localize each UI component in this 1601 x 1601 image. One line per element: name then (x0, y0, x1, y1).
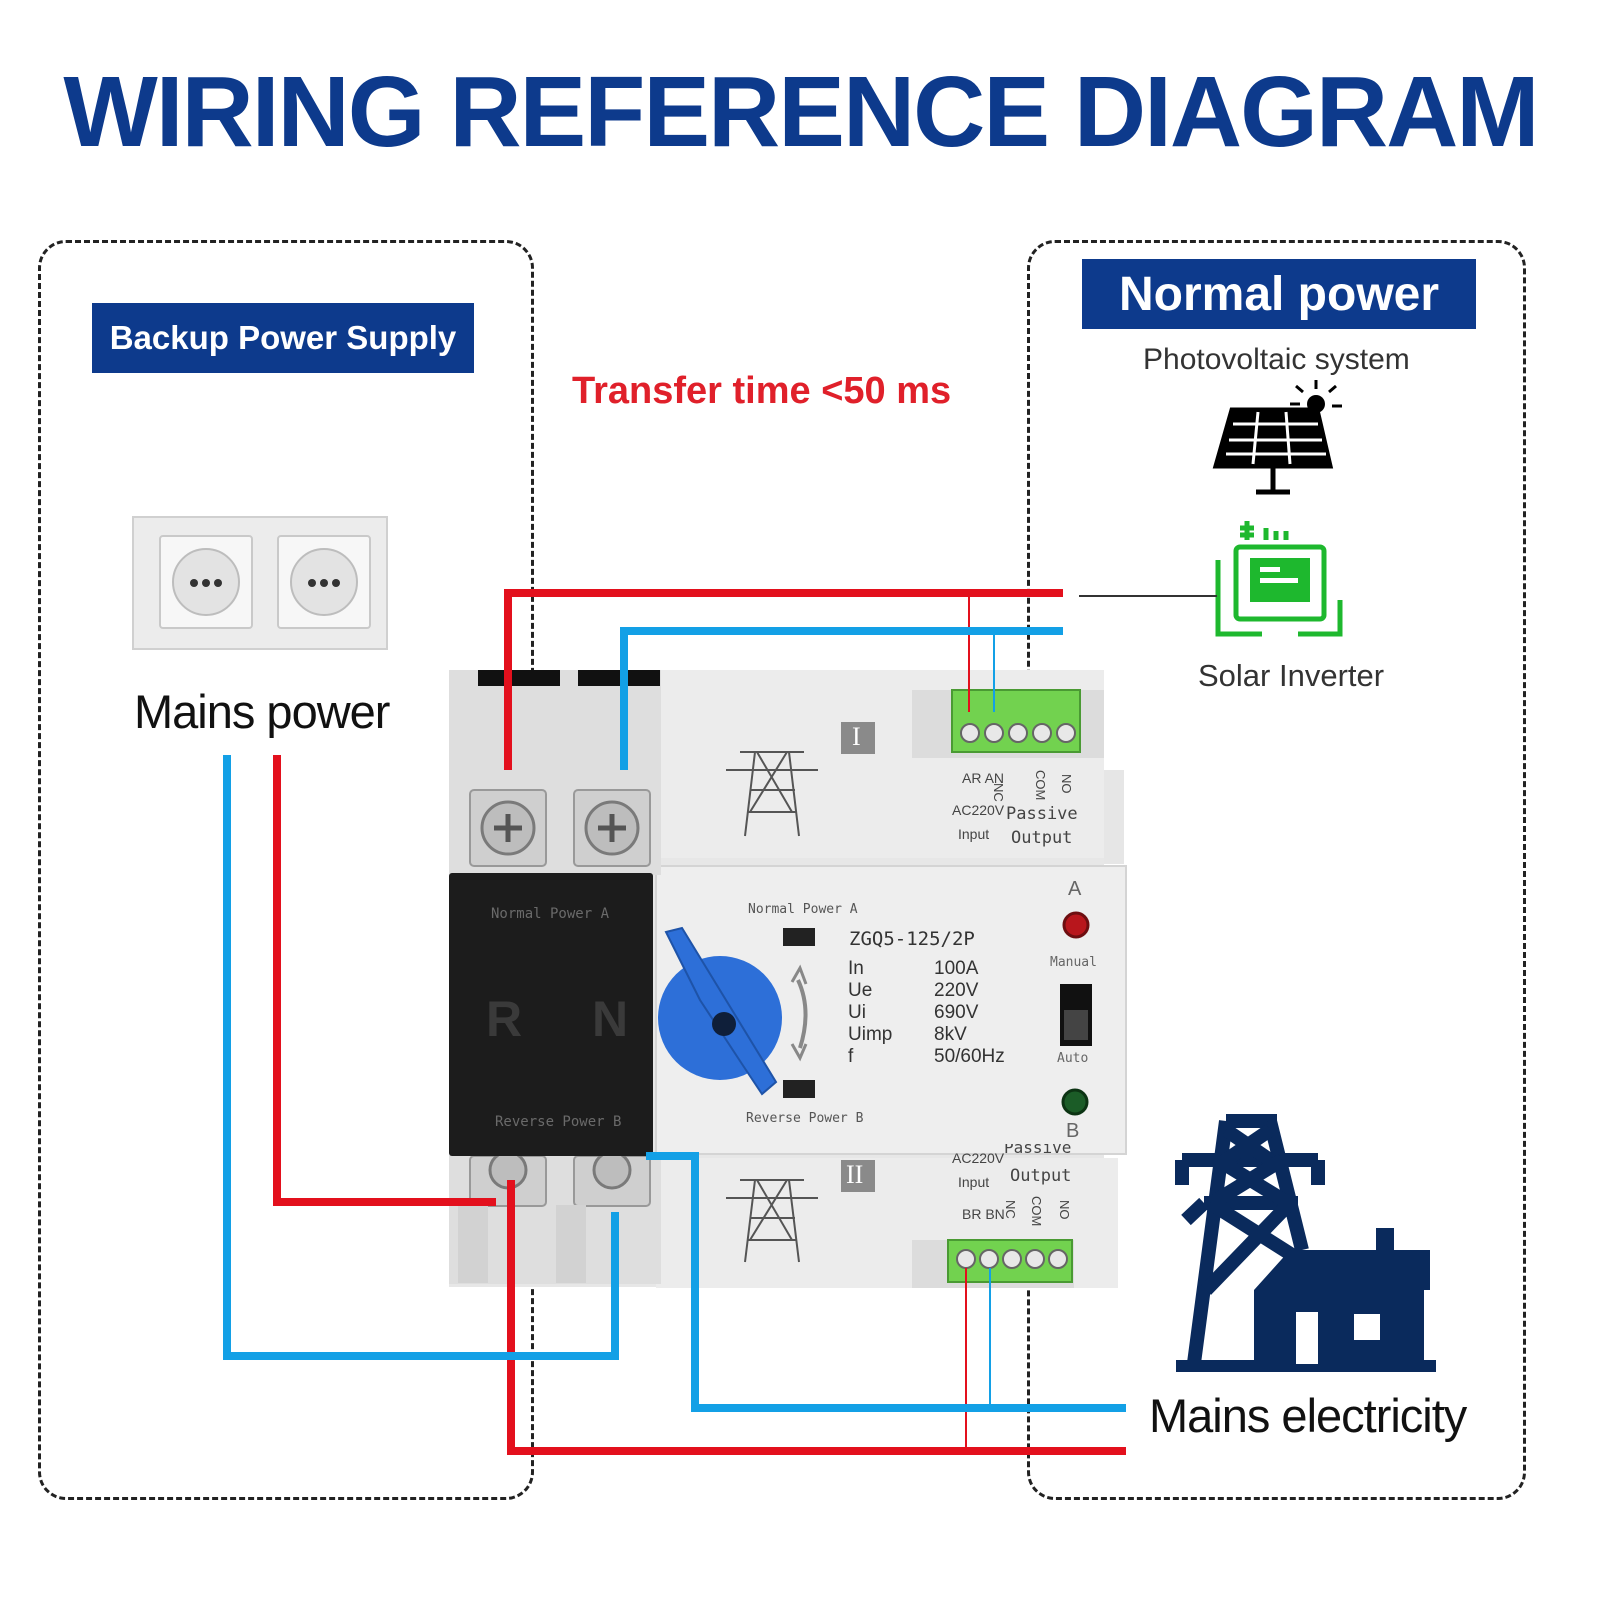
term-top-output: Output (1011, 828, 1073, 848)
term-bottom-com: COM (1029, 1196, 1044, 1227)
term-top-nc: NC (991, 783, 1006, 802)
spec-value: 100A (934, 958, 979, 979)
term-bottom-br-bn: BR BN (962, 1206, 1005, 1222)
term-top-ac220v: AC220V (952, 802, 1005, 818)
roman-two: II (846, 1160, 864, 1189)
term-bottom-no: NO (1057, 1200, 1072, 1220)
spec-key: Ue (848, 980, 873, 1001)
indicator-a-label: A (1068, 878, 1082, 900)
inverter-icon (1215, 521, 1343, 637)
term-bottom-nc: NC (1003, 1200, 1018, 1219)
mains-electricity-label: Mains electricity (1149, 1389, 1467, 1442)
red-wires (273, 589, 1126, 1455)
spec-value: 220V (934, 980, 979, 1001)
term-bottom-output: Output (1010, 1166, 1072, 1186)
roman-one: I (852, 722, 861, 751)
term-bottom-ac220v: AC220V (952, 1150, 1005, 1166)
page-title: WIRING REFERENCE DIAGRAM (63, 56, 1539, 168)
term-top-no: NO (1059, 774, 1074, 794)
blue-wires (223, 627, 1126, 1412)
mains-power-label: Mains power (134, 685, 390, 738)
spec-key: Ui (848, 1002, 866, 1023)
transfer-note: Transfer time <50 ms (572, 370, 952, 412)
model-label: ZGQ5-125/2P (849, 928, 975, 950)
term-top-input: Input (958, 826, 990, 842)
indicator-b-label: B (1066, 1120, 1080, 1142)
panel-reverse-label: Reverse Power B (746, 1111, 864, 1126)
backup-badge: Backup Power Supply (92, 303, 474, 373)
wall-socket-icon (132, 516, 388, 650)
spec-values: 100A 220V 690V 8kV 50/60Hz (934, 958, 1005, 1068)
rotary-handle-icon (658, 926, 808, 1096)
ats-switch (449, 670, 1127, 1288)
auto-label: Auto (1057, 1051, 1089, 1066)
spec-key: In (848, 958, 864, 979)
term-top-ar-an: AR AN (962, 770, 1005, 786)
cover-bottom-label: Reverse Power B (495, 1114, 622, 1130)
term-bottom-passive: Passive (1004, 1144, 1072, 1156)
term-top-com: COM (1033, 770, 1048, 801)
pv-label: Photovoltaic system (1143, 343, 1410, 376)
panel-normal-label: Normal Power A (748, 902, 858, 917)
cover-n-letter: N (592, 991, 629, 1047)
spec-key: Uimp (848, 1024, 893, 1045)
manual-label: Manual (1050, 955, 1097, 970)
normal-badge: Normal power (1082, 259, 1476, 329)
cover-top-label: Normal Power A (491, 906, 610, 922)
inverter-label: Solar Inverter (1198, 658, 1385, 693)
spec-keys: In Ue Ui Uimp f (848, 958, 892, 1068)
solar-panel-icon (1212, 380, 1342, 495)
cover-r-letter: R (486, 991, 523, 1047)
term-bottom-input: Input (958, 1174, 990, 1190)
spec-key: f (848, 1046, 854, 1067)
term-top-passive: Passive (1006, 804, 1078, 824)
power-tower-house-icon (1175, 1114, 1436, 1372)
spec-value: 50/60Hz (934, 1046, 1005, 1067)
spec-value: 8kV (934, 1024, 967, 1045)
spec-value: 690V (934, 1002, 979, 1023)
